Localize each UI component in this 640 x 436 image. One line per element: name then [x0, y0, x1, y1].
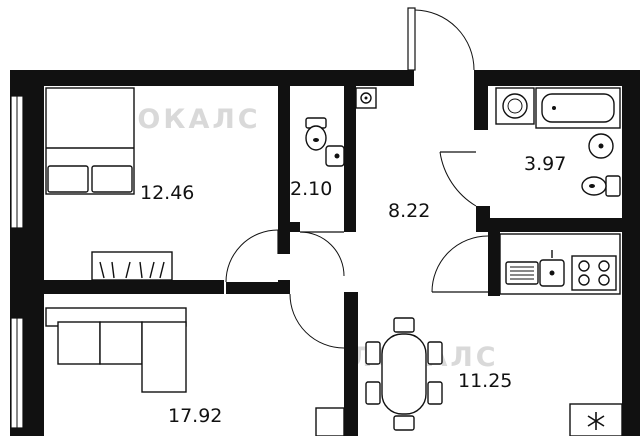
left-wall-inner [26, 86, 44, 436]
burner-1-icon [578, 260, 590, 272]
cooktop [571, 255, 617, 291]
sofa [45, 307, 187, 393]
bath-toilet-tank [605, 175, 621, 197]
watermark-top: ЛОКАЛС [112, 104, 261, 135]
washing-machine-drum [507, 98, 523, 114]
pillow-left-icon [47, 165, 89, 193]
hanger-3-icon [125, 261, 131, 279]
wardrobe-frame [91, 251, 173, 281]
tv-stand [315, 407, 345, 436]
bathtub-icon [541, 93, 615, 123]
wall-living-kitchen [344, 292, 358, 436]
wall-bath-kitchen [476, 218, 622, 232]
bathroom-door-swing [439, 151, 477, 207]
area-label-hallway: 8.22 [388, 200, 430, 222]
burner-4-icon [598, 274, 610, 286]
boiler-icon [360, 92, 372, 104]
area-label-toilet: 2.10 [290, 178, 332, 200]
sofa-chaise [141, 321, 187, 393]
kitchen-door-swing [431, 235, 489, 293]
snowflake-icon [587, 412, 605, 430]
entrance-door-leaf [407, 7, 416, 71]
chair-right-2 [427, 381, 443, 405]
toilet-drain [313, 138, 319, 142]
wall-bedroom-toilet [278, 86, 290, 254]
bed [45, 87, 135, 195]
wardrobe [91, 251, 173, 281]
bathtub-drain [552, 106, 556, 110]
wall-toilet-stub [290, 222, 300, 232]
bathroom-fixtures [495, 87, 621, 197]
area-label-bedroom: 12.46 [140, 182, 194, 204]
wall-bedroom-living-right [226, 282, 278, 294]
wall-bedroom-toilet-lower [278, 280, 290, 294]
pillow-right-icon [91, 165, 133, 193]
wall-hall-bath-upper [474, 86, 488, 130]
drainer-icon [505, 261, 539, 285]
top-wall-right [474, 70, 640, 86]
right-wall [622, 70, 640, 436]
bath-toilet-drain [589, 184, 595, 188]
area-label-kitchen: 11.25 [458, 370, 512, 392]
wall-kitchen-hall [488, 232, 500, 296]
hanger-4-icon [139, 261, 143, 279]
toilet-sink-drain [334, 153, 340, 159]
washing-machine-icon [502, 93, 528, 119]
hanger-6-icon [159, 261, 165, 279]
interior-walls [44, 86, 622, 436]
toilet-door-swing [299, 231, 345, 277]
sofa-cushion-1 [57, 321, 101, 365]
hanger-5-icon [149, 261, 155, 279]
area-label-bathroom: 3.97 [524, 153, 566, 175]
kitchen-sink-drain [549, 270, 555, 276]
left-windows [10, 95, 24, 429]
area-label-living-room: 17.92 [168, 405, 222, 427]
top-wall-left [10, 70, 414, 86]
chair-left-2 [365, 381, 381, 405]
chair-top [393, 317, 415, 333]
living-door-swing [289, 293, 345, 349]
hanger-2-icon [111, 261, 115, 279]
chair-right-1 [427, 341, 443, 365]
wall-hall-bath-lower [476, 206, 490, 218]
burner-2-icon [598, 260, 610, 272]
sofa-cushion-2 [99, 321, 143, 365]
burner-3-icon [578, 274, 590, 286]
wall-toilet-hall [344, 86, 356, 232]
dining-set [365, 317, 443, 431]
boiler [355, 87, 377, 109]
boiler-center [364, 96, 368, 100]
hanger-1-icon [99, 261, 105, 279]
dining-table [381, 333, 427, 415]
entrance-door-swing [414, 9, 475, 71]
doors [225, 7, 489, 349]
wall-bedroom-living [44, 280, 224, 294]
toilet-room-fixtures [305, 117, 345, 167]
kitchen-fixtures [499, 233, 623, 436]
chair-bottom [393, 415, 415, 431]
bedroom-door-swing [225, 229, 279, 283]
bath-sink-drain [598, 143, 604, 149]
chair-left-1 [365, 341, 381, 365]
